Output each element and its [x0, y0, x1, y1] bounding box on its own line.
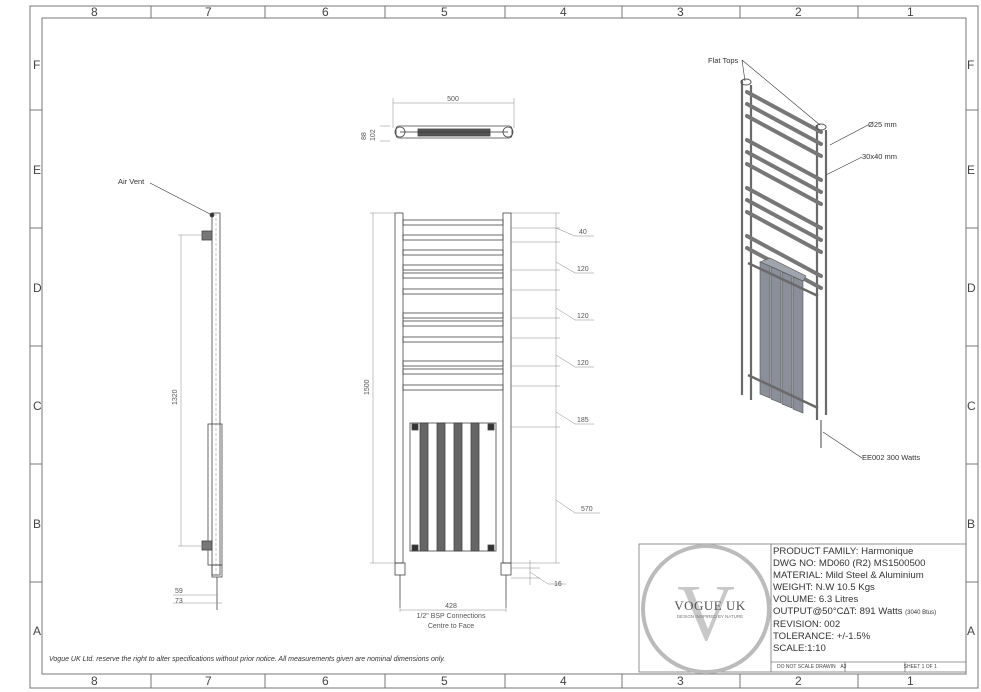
row-label-b-right: B: [967, 517, 976, 531]
front-dim-16: 16: [554, 581, 562, 588]
row-label-e-right: E: [967, 163, 976, 177]
col-label-8-bottom: 8: [91, 674, 98, 688]
top-height-dim-102: 102: [370, 129, 377, 141]
row-label-c: C: [33, 399, 42, 413]
output: OUTPUT@50°C∆T: 891 Watts (3040 Btus): [773, 606, 963, 619]
front-bottom-note-2: Centre to Face: [428, 623, 474, 630]
output-watts: OUTPUT@50°C∆T: 891 Watts: [773, 606, 903, 617]
section-callout: 30x40 mm: [862, 152, 898, 161]
front-dim-120-c: 120: [577, 360, 589, 367]
row-label-d-right: D: [967, 281, 976, 295]
row-label-f-right: F: [967, 58, 975, 72]
vogue-logo: V: [641, 544, 771, 674]
front-bottom-note-1: 1/2" BSP Connections: [417, 613, 486, 620]
col-label-7: 7: [205, 5, 212, 19]
do-not-scale-cell: DO NOT SCALE DRAWING: [777, 664, 837, 670]
row-label-f: F: [33, 58, 41, 72]
row-label-a-right: A: [967, 624, 976, 638]
element-callout: EE002 300 Watts: [862, 453, 921, 462]
front-view: [370, 212, 600, 612]
front-bottom-dim: 428: [445, 603, 457, 610]
front-dim-120-a: 120: [577, 266, 589, 273]
product-family: PRODUCT FAMILY: Harmonique: [773, 546, 914, 557]
title-block-footer: DO NOT SCALE DRAWING A3 SHEET 1 OF 1: [773, 662, 963, 672]
air-vent-callout: Air Vent: [118, 177, 145, 186]
logo-tagline: DESIGN INSPIRED BY NATURE: [676, 614, 744, 619]
drawing-number: DWG NO: MD060 (R2) MS1500500: [773, 558, 926, 569]
revision: REVISION: 002: [773, 619, 841, 630]
side-height-dim: 1320: [172, 389, 179, 405]
col-label-5-bottom: 5: [441, 674, 448, 688]
top-height-dim-88: 88: [361, 132, 368, 140]
top-view: [380, 98, 515, 142]
weight: WEIGHT: N.W 10.5 Kgs: [773, 582, 875, 593]
col-label-3: 3: [677, 5, 684, 19]
col-label-4-bottom: 4: [560, 674, 567, 688]
front-height-dim: 1500: [364, 379, 371, 395]
front-dim-185: 185: [577, 417, 589, 424]
front-dim-570: 570: [581, 506, 593, 513]
column-ticks: [30, 6, 978, 688]
front-dim-40: 40: [579, 229, 587, 236]
col-label-8: 8: [91, 5, 98, 19]
row-label-a: A: [33, 624, 42, 638]
diameter-callout: Ø25 mm: [868, 120, 897, 129]
row-label-d: D: [33, 281, 42, 295]
col-label-2-bottom: 2: [795, 674, 802, 688]
logo-letter: V: [677, 570, 735, 658]
col-label-5: 5: [441, 5, 448, 19]
col-label-1: 1: [907, 5, 914, 19]
sheet-number-cell: SHEET 1 OF 1: [903, 664, 937, 670]
row-label-c-right: C: [967, 399, 976, 413]
title-block: PRODUCT FAMILY: Harmonique DWG NO: MD060…: [773, 546, 963, 655]
sheet-size-cell: A3: [840, 664, 847, 670]
col-label-6: 6: [322, 5, 329, 19]
row-label-e: E: [33, 163, 42, 177]
title-block-frame: [638, 543, 967, 673]
col-label-7-bottom: 7: [205, 674, 212, 688]
col-label-6-bottom: 6: [322, 674, 329, 688]
col-label-1-bottom: 1: [907, 674, 914, 688]
disclaimer-note: Vogue UK Ltd. reserve the right to alter…: [49, 656, 446, 663]
material: MATERIAL: Mild Steel & Aluminium: [773, 570, 924, 581]
tolerance: TOLERANCE: +/-1.5%: [773, 631, 871, 642]
outer-frame: [29, 5, 979, 689]
col-label-2: 2: [795, 5, 802, 19]
logo-name: VOGUE UK: [674, 598, 746, 613]
top-width-dim: 500: [447, 96, 459, 103]
row-label-b: B: [33, 517, 42, 531]
col-label-3-bottom: 3: [677, 674, 684, 688]
side-view: [149, 182, 223, 610]
front-dim-120-b: 120: [577, 313, 589, 320]
output-btu: (3040 Btus): [905, 610, 937, 616]
flat-tops-callout: Flat Tops: [708, 56, 739, 65]
volume: VOLUME: 6.3 Litres: [773, 594, 859, 605]
col-label-4: 4: [560, 5, 567, 19]
isometric-view: [740, 59, 869, 459]
side-bottom-dim-59: 59: [175, 588, 183, 595]
side-bottom-dim-73: 73: [175, 598, 183, 605]
scale: SCALE:1:10: [773, 643, 826, 654]
